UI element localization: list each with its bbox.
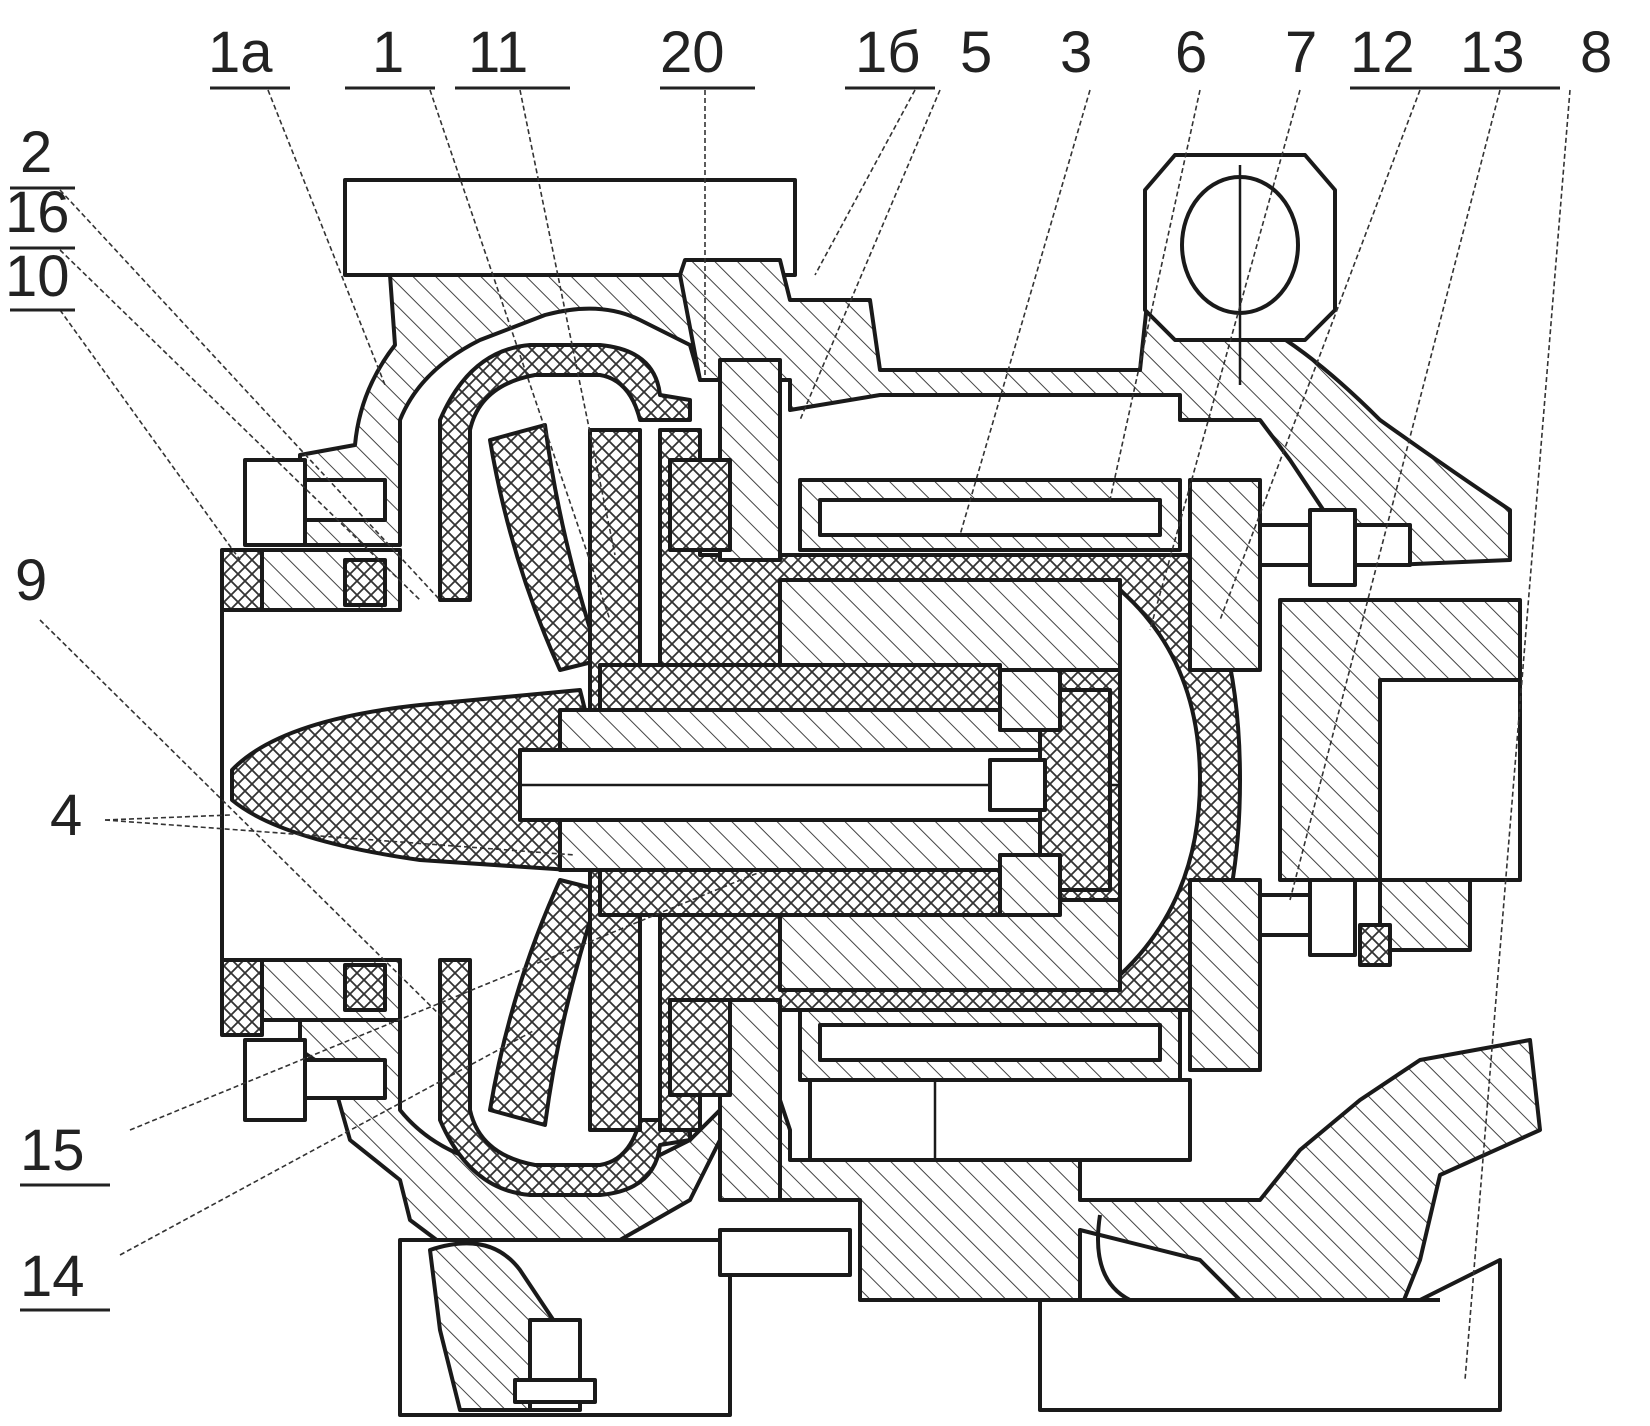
rotor-assembly: [518, 428, 1242, 1132]
label-10: 10: [5, 244, 70, 309]
upper-flange-bolt: [243, 458, 307, 547]
label-13: 13: [1460, 20, 1525, 85]
lower-motor-box: [808, 1078, 1192, 1162]
inlet-ring-bottom: [220, 958, 264, 1037]
label-16: 16: [5, 180, 70, 245]
label-1: 1: [372, 20, 404, 85]
housing: [298, 153, 1542, 1417]
bracket-upper: [1188, 478, 1262, 672]
inner-rotor-upper: [778, 578, 1122, 672]
label-2: 2: [20, 120, 52, 185]
seal-ring-top: [343, 558, 387, 607]
label-underlines: [10, 86, 1560, 1312]
label-6: 6: [1175, 20, 1207, 85]
impeller-blade-upper: [488, 423, 602, 672]
leader-lines: [39, 89, 1571, 1381]
label-15: 15: [20, 1118, 85, 1183]
label-3: 3: [1060, 20, 1092, 85]
upper-volute-casing: [298, 273, 782, 547]
impeller-blade-lower: [488, 878, 602, 1127]
lower-flange-bolt: [243, 1038, 307, 1122]
bearing-lower: [998, 853, 1062, 917]
label-1a: 1a: [208, 20, 273, 85]
bearing-upper: [998, 668, 1062, 732]
shaft-end-cap: [1038, 688, 1112, 892]
rotor-sleeve-lower: [598, 868, 1002, 917]
shell-dome: [1118, 588, 1202, 977]
label-9: 9: [15, 548, 47, 613]
label-11: 11: [468, 20, 528, 85]
bracket-lower: [1188, 878, 1262, 1072]
part-labels: 1a 1 11 20 1б 5 3 6 7 12 13 8 2 16 10 9 …: [5, 20, 1612, 1309]
label-4: 4: [50, 783, 82, 848]
top-flange: [343, 178, 797, 277]
label-7: 7: [1285, 20, 1317, 85]
inlet-assembly: [220, 458, 402, 1122]
upper-liner: [438, 343, 692, 602]
label-12: 12: [1350, 20, 1415, 85]
lower-volute-casing: [298, 958, 1542, 1322]
label-5: 5: [960, 20, 992, 85]
label-8: 8: [1580, 20, 1612, 85]
label-20: 20: [660, 20, 725, 85]
label-14: 14: [20, 1244, 85, 1309]
rotor-sleeve-upper: [598, 663, 1002, 712]
label-1b: 1б: [855, 20, 920, 85]
lower-bolt: [718, 1228, 852, 1277]
lower-liner: [438, 958, 692, 1197]
inlet-ring-top: [220, 548, 264, 612]
seal-ring-bottom: [343, 963, 387, 1012]
right-assembly: [668, 358, 1522, 1277]
coupling-hub-lower: [1378, 878, 1472, 952]
